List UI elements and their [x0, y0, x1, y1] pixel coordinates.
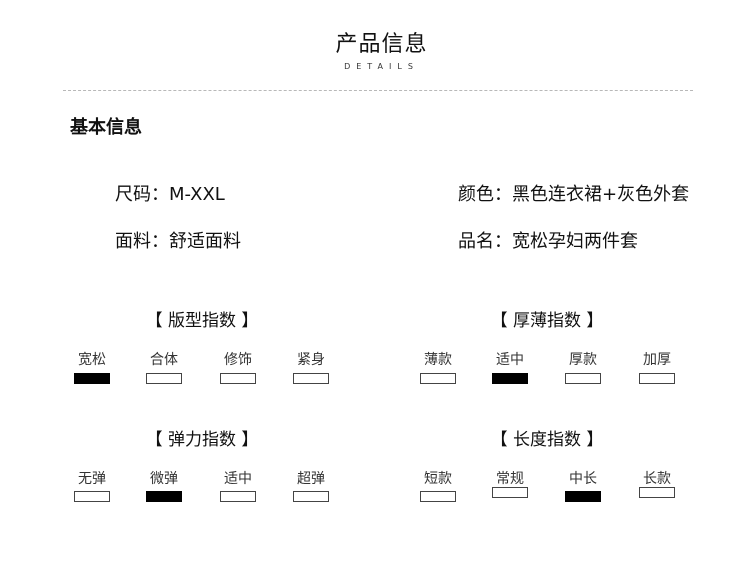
thickness-option-box — [639, 373, 675, 384]
spec-color: 颜色：黑色连衣裙+灰色外套 — [458, 184, 690, 205]
fit-option-label: 合体 — [150, 352, 178, 368]
elasticity-index-title: 【 弹力指数 】 — [145, 430, 259, 450]
fit-option-label: 紧身 — [297, 352, 325, 368]
length-option-label: 长款 — [643, 471, 671, 487]
thickness-option-box — [565, 373, 601, 384]
length-option-label: 中长 — [569, 471, 597, 487]
thickness-option-label: 加厚 — [643, 352, 671, 368]
thickness-option-label: 适中 — [496, 352, 524, 368]
thickness-option-box — [492, 373, 528, 384]
fit-option-box — [146, 373, 182, 384]
elasticity-option-label: 超弹 — [297, 471, 325, 487]
fit-index-title: 【 版型指数 】 — [145, 311, 259, 331]
length-option-box — [420, 491, 456, 502]
length-option-label: 常规 — [496, 471, 524, 487]
spec-fabric: 面料：舒适面料 — [115, 231, 241, 252]
elasticity-option-label: 适中 — [224, 471, 252, 487]
fit-option-box — [220, 373, 256, 384]
thickness-index-title: 【 厚薄指数 】 — [490, 311, 604, 331]
length-option-box — [492, 487, 528, 498]
length-option-box — [639, 487, 675, 498]
elasticity-option-label: 无弹 — [78, 471, 106, 487]
thickness-option-box — [420, 373, 456, 384]
elasticity-option-box — [74, 491, 110, 502]
elasticity-option-box — [146, 491, 182, 502]
thickness-option-label: 薄款 — [424, 352, 452, 368]
thickness-option-label: 厚款 — [569, 352, 597, 368]
fit-option-box — [74, 373, 110, 384]
fit-option-label: 宽松 — [78, 352, 106, 368]
spec-product-name: 品名：宽松孕妇两件套 — [458, 231, 638, 252]
fit-option-label: 修饰 — [224, 352, 252, 368]
fit-option-box — [293, 373, 329, 384]
elasticity-option-label: 微弹 — [150, 471, 178, 487]
elasticity-option-box — [220, 491, 256, 502]
page-subtitle: DETAILS — [344, 62, 419, 71]
basic-info-heading: 基本信息 — [70, 117, 142, 138]
length-option-label: 短款 — [424, 471, 452, 487]
page-title: 产品信息 — [335, 32, 428, 57]
length-index-title: 【 长度指数 】 — [490, 430, 604, 450]
spec-size: 尺码：M-XXL — [115, 184, 225, 205]
dashed-divider — [63, 90, 693, 91]
elasticity-option-box — [293, 491, 329, 502]
length-option-box — [565, 491, 601, 502]
